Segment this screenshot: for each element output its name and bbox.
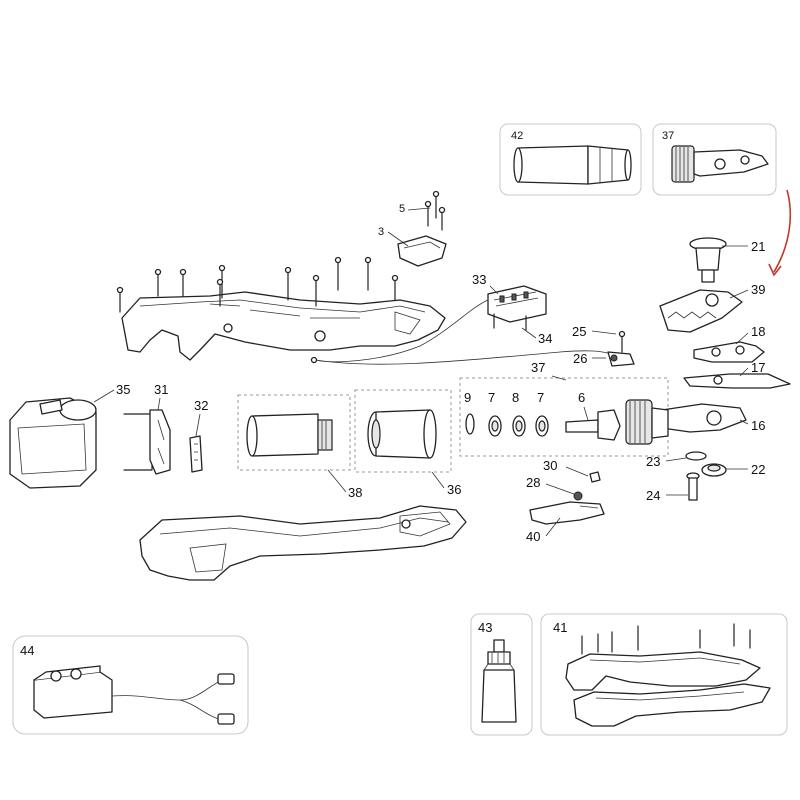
lower-housing	[139, 505, 467, 581]
label-44: 44	[20, 643, 34, 658]
label-39: 39	[751, 282, 765, 297]
label-26: 26	[573, 351, 587, 366]
bearing-part-7a: 7	[488, 390, 502, 437]
sleeve-part-42	[513, 145, 632, 185]
label-37-inset: 37	[662, 130, 674, 142]
sleeve-part-36	[367, 409, 437, 459]
housing-set-part-41	[565, 623, 771, 727]
group-box-38	[237, 394, 351, 471]
shaft-part-6: 6	[565, 390, 621, 441]
bracket-part-31: 31	[123, 382, 171, 475]
inset-42: 42	[499, 123, 642, 196]
label-38: 38	[348, 485, 362, 500]
screw-set-top	[116, 256, 399, 313]
contact-part-32: 32	[189, 398, 208, 473]
trigger-part-40: 40	[526, 501, 605, 544]
cylinder-part-38	[246, 413, 333, 457]
label-41: 41	[553, 620, 567, 635]
label-36: 36	[447, 482, 461, 497]
label-32: 32	[194, 398, 208, 413]
label-34: 34	[538, 331, 552, 346]
red-arrow-icon	[773, 189, 792, 273]
pivot-bolt-part-21: 21	[689, 237, 765, 283]
cap-part-3: 3	[378, 226, 447, 267]
motor-gear-37	[625, 399, 669, 445]
cable	[315, 299, 616, 365]
label-21: 21	[751, 239, 765, 254]
blade-part-17: 17	[683, 360, 791, 389]
ring-part-9: 9	[464, 390, 475, 435]
label-18: 18	[751, 324, 765, 339]
motor-assembly-37	[671, 145, 769, 183]
label-40: 40	[526, 529, 540, 544]
inset-41: 41	[540, 613, 788, 736]
screw-part-30: 30	[543, 458, 601, 483]
bolt-part-24: 24	[646, 472, 700, 503]
group-box-36	[354, 389, 452, 473]
label-24: 24	[646, 488, 660, 503]
upper-housing	[116, 256, 446, 361]
bearing-part-7b: 7	[535, 390, 549, 437]
screws-part-5: 5	[399, 190, 446, 231]
label-37: 37	[531, 360, 545, 375]
nut-part-22: 22	[701, 462, 765, 477]
inset-43: 43	[470, 613, 533, 736]
gear-blade-part-39: 39	[659, 282, 765, 333]
battery-part-35: 35	[9, 382, 130, 489]
washer-part-23: 23	[646, 451, 707, 469]
label-35: 35	[116, 382, 130, 397]
label-42: 42	[511, 130, 523, 142]
sensor-part-26: 26	[573, 351, 635, 367]
inset-37: 37	[652, 123, 777, 196]
inset-44: 44	[12, 635, 249, 735]
screw-part-25: 25	[572, 324, 626, 353]
label-16: 16	[751, 418, 765, 433]
label-5: 5	[399, 203, 405, 215]
label-25: 25	[572, 324, 586, 339]
label-23: 23	[646, 454, 660, 469]
label-9: 9	[464, 390, 471, 405]
blade-part-16: 16	[661, 403, 765, 433]
label-22: 22	[751, 462, 765, 477]
label-7a: 7	[488, 390, 495, 405]
plate-part-18: 18	[693, 324, 765, 363]
label-3: 3	[378, 226, 384, 238]
label-6: 6	[578, 390, 585, 405]
label-7b: 7	[537, 390, 544, 405]
label-31: 31	[154, 382, 168, 397]
label-33: 33	[472, 272, 486, 287]
label-30: 30	[543, 458, 557, 473]
spring-part-28: 28	[526, 475, 583, 501]
bearing-part-8: 8	[512, 390, 526, 437]
circuit-board-part-33: 33 34	[472, 272, 552, 346]
label-8: 8	[512, 390, 519, 405]
oil-bottle-part-43	[481, 639, 517, 723]
label-17: 17	[751, 360, 765, 375]
label-28: 28	[526, 475, 540, 490]
label-43: 43	[478, 620, 492, 635]
charger-part-44	[33, 665, 235, 725]
